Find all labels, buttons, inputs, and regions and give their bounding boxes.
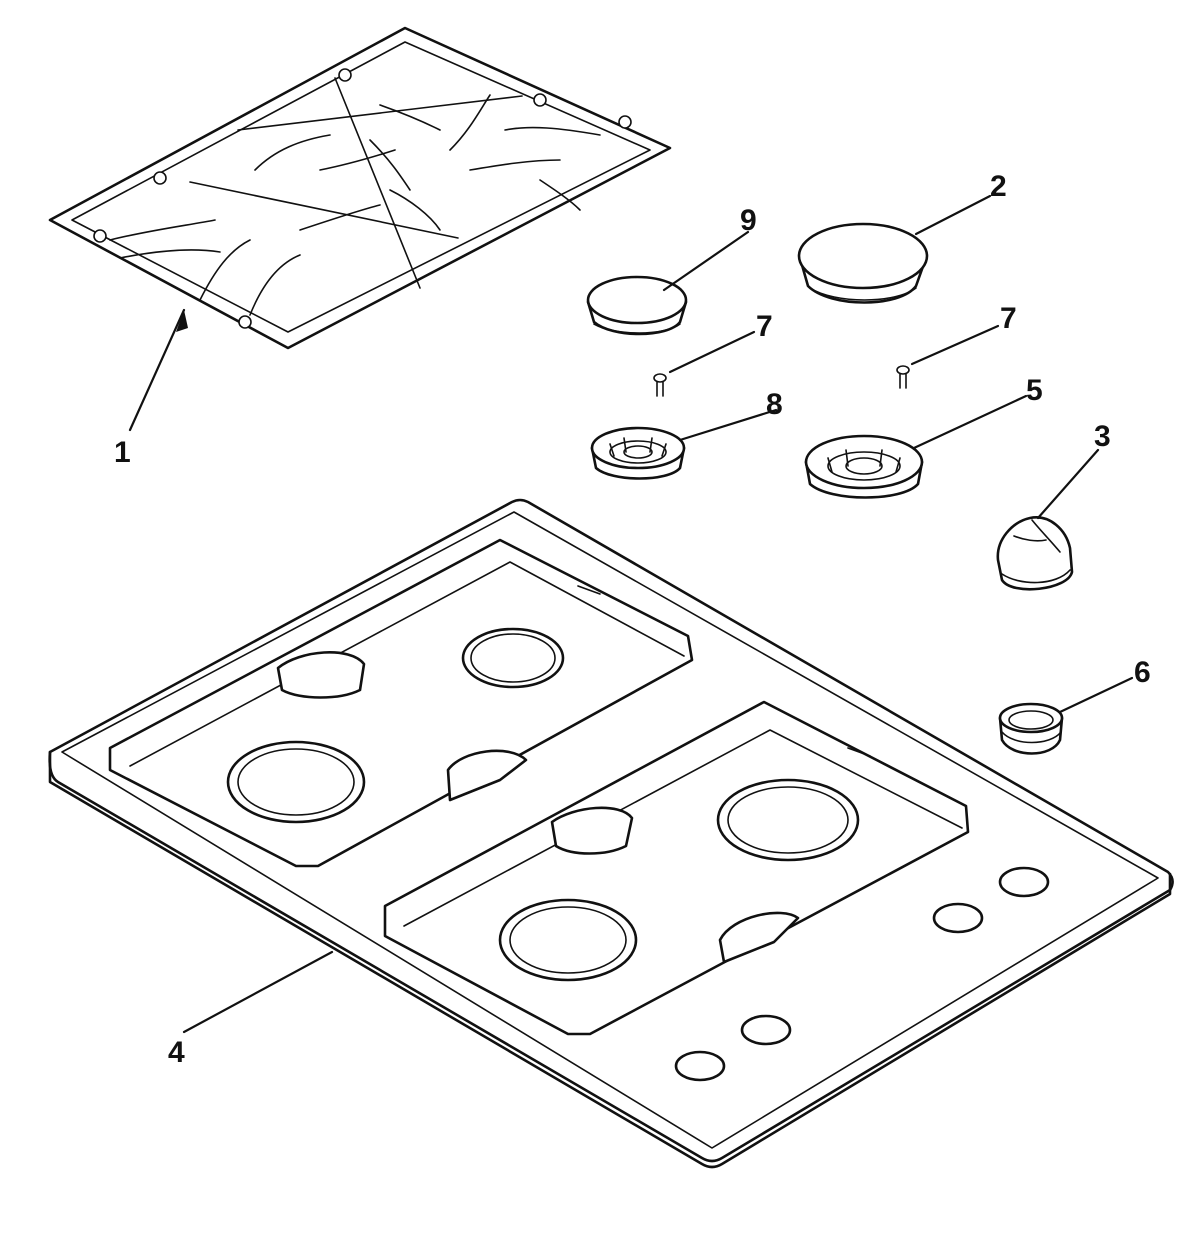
leader-8 [678,408,778,442]
callout-7-left: 7 [756,310,773,343]
burner-grate [48,26,672,350]
screw-right [896,365,910,389]
leader-9 [662,230,750,292]
cooktop [48,498,1174,1169]
leader-7b [910,324,1000,366]
screw-left [653,373,667,397]
leader-4 [182,950,334,1034]
callout-9: 9 [740,204,757,237]
leader-3 [1036,448,1100,520]
large-burner-head [804,434,924,499]
leader-7a [668,330,756,374]
small-burner-cap [586,275,688,336]
leader-2 [914,194,992,236]
callout-2: 2 [990,170,1007,203]
callout-1: 1 [114,436,131,469]
callout-8: 8 [766,388,783,421]
leader-1-arrowhead [176,310,188,332]
callout-6: 6 [1134,656,1151,689]
leader-6 [1058,676,1134,714]
callout-5: 5 [1026,374,1043,407]
small-burner-head [590,426,686,480]
leader-5 [912,394,1028,450]
callout-4: 4 [168,1036,185,1069]
callout-labels: 1 2 3 4 5 6 7 7 8 9 [114,170,1151,1069]
leader-lines [128,194,1134,1034]
large-burner-cap [797,222,929,304]
callout-7-right: 7 [1000,302,1017,335]
control-knob [996,516,1074,591]
leader-1 [128,308,186,432]
callout-3: 3 [1094,420,1111,453]
bezel-ring [998,702,1064,755]
